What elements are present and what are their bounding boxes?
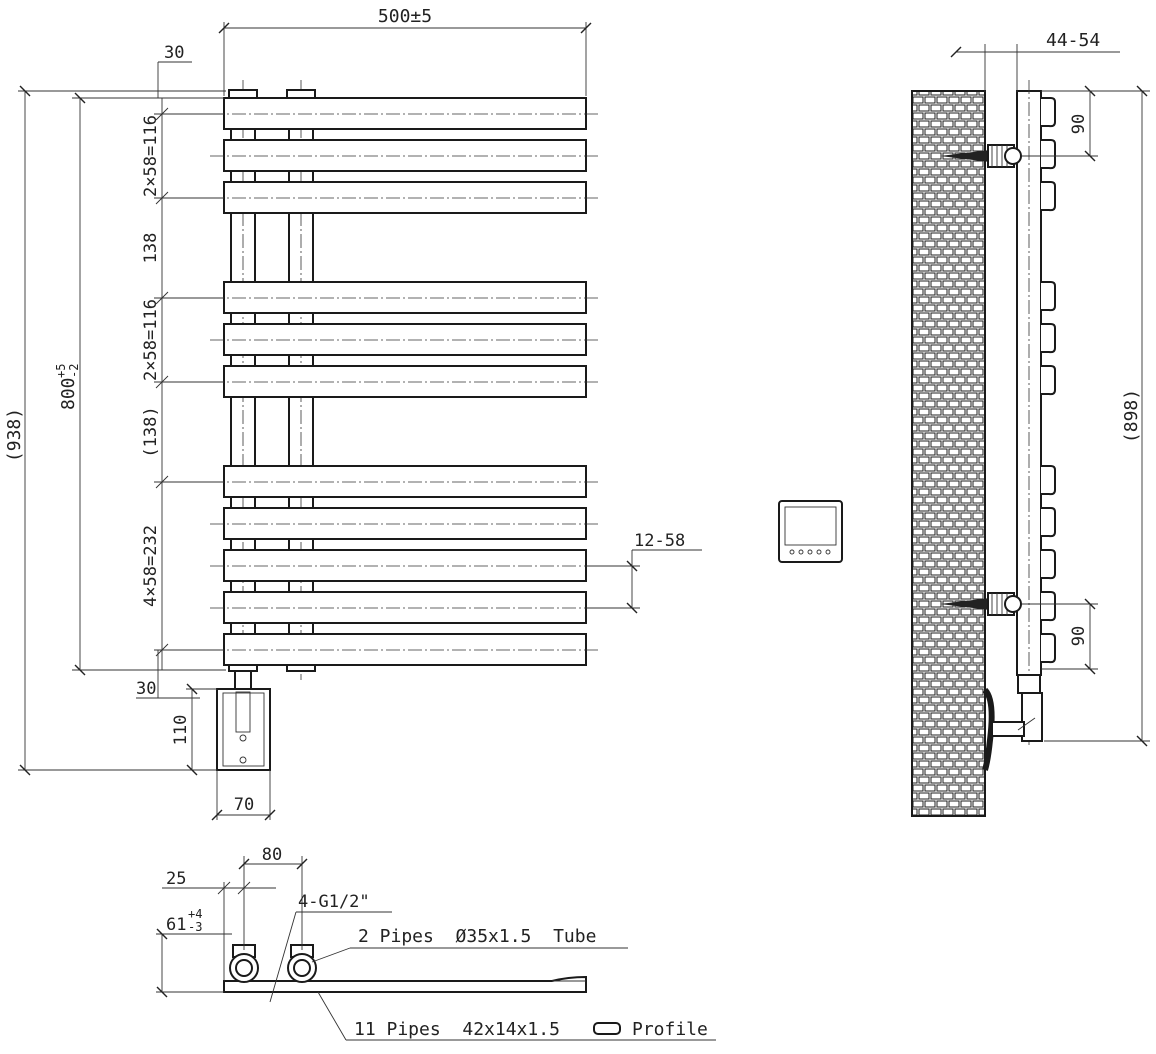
- top-offset-dimension: 30: [157, 43, 192, 98]
- controller-icon: [778, 500, 843, 563]
- bar: [210, 181, 600, 214]
- side-bar-profiles: [1041, 97, 1056, 664]
- vertical-pipes-label: 2 Pipes Ø35x1.5 Tube: [358, 926, 596, 947]
- front-view: 500±5 30 (938) 800 +5 -2: [4, 6, 702, 821]
- horizontal-pipes-callout: 11 Pipes 42x14x1.5 Profile: [317, 991, 716, 1041]
- box-height-dimension: 110: [171, 683, 217, 776]
- width-dim-label: 500±5: [378, 6, 432, 27]
- connection-label: 4-G1/2": [298, 892, 370, 912]
- wall-distance-label: 44-54: [1046, 30, 1100, 51]
- pipe-cap: [228, 89, 258, 99]
- side-overall-height-label: (898): [1121, 389, 1142, 443]
- bar: [210, 633, 600, 666]
- top-pipe-left: [229, 944, 259, 983]
- group-spacing-2-label: 2×58=116: [141, 299, 161, 381]
- bottom-bracket-label: 90: [1069, 626, 1089, 646]
- bar-gap-label: 12-58: [634, 531, 685, 551]
- depth-tol-minus: -3: [188, 920, 202, 934]
- gap-2-label: (138): [141, 406, 161, 457]
- group-spacing-1-label: 2×58=116: [141, 115, 161, 197]
- depth-tol-plus: +4: [188, 907, 202, 921]
- edge-offset-dimension: 25: [162, 869, 276, 981]
- horizontal-bars: [210, 97, 600, 666]
- main-height-tol-plus: +5: [54, 364, 68, 378]
- bottom-wall-bracket: [940, 592, 1022, 616]
- bar: [210, 97, 600, 130]
- bar: [210, 507, 600, 540]
- top-offset-label: 30: [164, 43, 184, 63]
- profile-label: Profile: [632, 1019, 708, 1040]
- main-height-dimension: 800 +5 -2: [54, 92, 226, 676]
- box-width-dimension: 70: [211, 770, 276, 821]
- wall: [911, 90, 986, 817]
- bottom-offset-dimension: 30: [136, 650, 200, 699]
- gap-1-label: 138: [141, 233, 161, 264]
- top-view: 80 25 61 +4 -3 4-G1/2" 2 Pipes: [156, 845, 716, 1041]
- bottom-offset-label: 30: [136, 679, 156, 699]
- wall-distance-dimension: 44-54: [950, 30, 1120, 92]
- box-height-label: 110: [171, 715, 191, 746]
- box-width-label: 70: [234, 795, 254, 815]
- edge-offset-label: 25: [166, 869, 186, 889]
- depth-label: 61: [166, 915, 186, 935]
- profile-symbol-icon: [593, 1022, 621, 1035]
- main-height-label: 800: [58, 377, 79, 410]
- group-spacing-3-label: 4×58=232: [141, 525, 161, 607]
- bottom-bracket-dimension: 90: [1022, 598, 1098, 675]
- pipe-cap: [286, 664, 316, 672]
- top-pipe-right: [287, 944, 317, 983]
- bar: [210, 365, 600, 398]
- main-height-tol-minus: -2: [67, 364, 81, 378]
- pipe-spacing-label: 80: [262, 845, 282, 865]
- bar: [210, 323, 600, 356]
- connection-callout: 4-G1/2": [269, 892, 392, 1003]
- bar: [210, 549, 600, 582]
- pipe-cap: [286, 89, 316, 99]
- bar: [210, 591, 600, 624]
- horizontal-pipes-label: 11 Pipes 42x14x1.5: [354, 1019, 560, 1040]
- bar: [210, 465, 600, 498]
- side-heating-element: [982, 674, 1043, 771]
- top-wall-bracket: [940, 144, 1022, 168]
- heating-element-box: [216, 670, 271, 771]
- overall-height-label: (938): [4, 408, 25, 462]
- top-bracket-label: 90: [1069, 114, 1089, 134]
- spacing-dimensions: 2×58=116 138 2×58=116 (138) 4×58=232: [141, 98, 224, 670]
- side-view: 44-54 90 90 (898): [911, 30, 1150, 817]
- overall-height-dimension: (938): [4, 85, 226, 776]
- vertical-pipes-callout: 2 Pipes Ø35x1.5 Tube: [311, 926, 628, 963]
- pipe-spacing-dimension: 80: [238, 845, 308, 950]
- top-bar-profile: [223, 975, 587, 993]
- width-dimension: 500±5: [218, 6, 592, 96]
- bar: [210, 281, 600, 314]
- depth-dimension: 61 +4 -3: [156, 907, 232, 998]
- side-overall-height-dimension: (898): [1041, 85, 1150, 747]
- bar-gap-dimension: 12-58: [586, 531, 702, 614]
- bar: [210, 139, 600, 172]
